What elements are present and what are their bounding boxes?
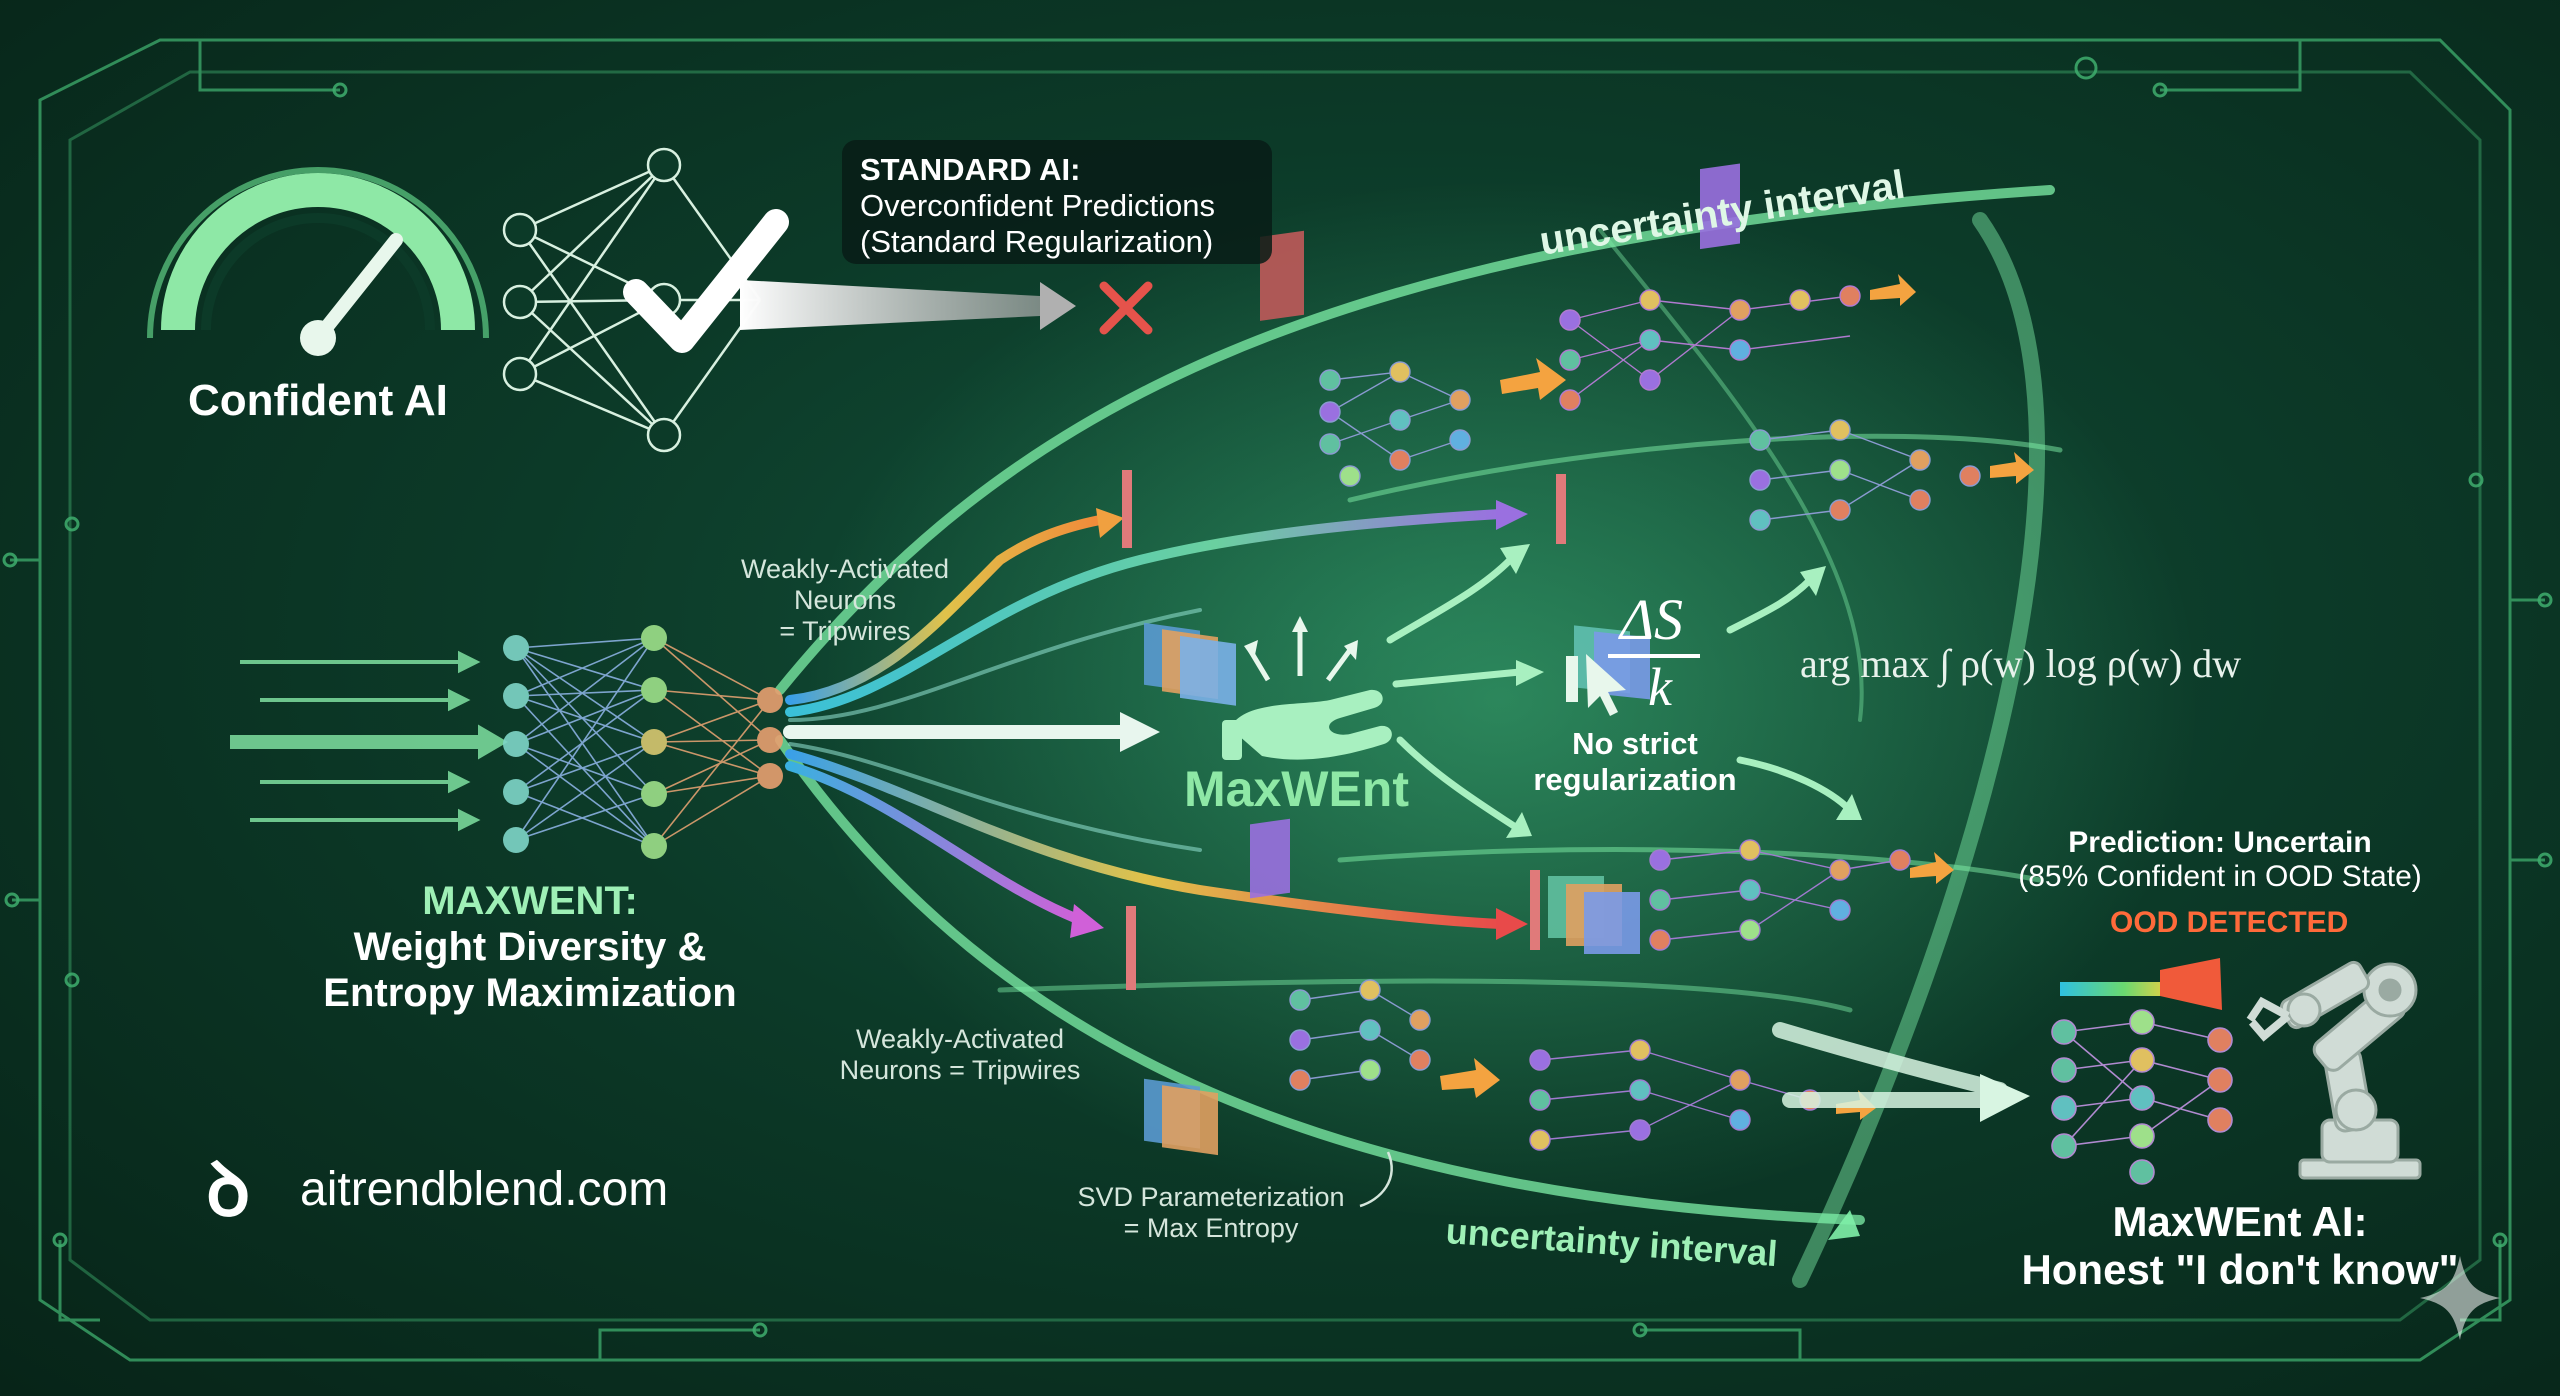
gauge-icon (147, 167, 489, 356)
svd-connector (1359, 1151, 1393, 1208)
tripwires-top-line2: Neurons (793, 585, 897, 615)
standard-ai-title: STANDARD AI: (860, 152, 1081, 187)
brand-logo-icon: ꝺ (206, 1148, 251, 1231)
final-network (2051, 1009, 2233, 1185)
mini-network-3 (1749, 419, 1981, 531)
sparkle-icon (2420, 1256, 2500, 1340)
cross-icon (1099, 281, 1153, 335)
tripwires-note-top: Weakly-Activated Neurons = Tripwires (720, 554, 970, 647)
tripwires-bottom-line2: Neurons = Tripwires (839, 1055, 1081, 1085)
confident-ai-label: Confident AI (188, 376, 448, 425)
input-arrows (230, 650, 508, 832)
prediction-label: Prediction: Uncertain (85% Confident in … (1980, 826, 2460, 894)
svd-line2: = Max Entropy (1123, 1213, 1299, 1243)
tripwires-top-line3: = Tripwires (779, 616, 911, 646)
circuit-frame (10, 38, 2545, 1362)
feature-stack-4 (1126, 818, 1290, 1156)
final-line2: Honest "I don't know" (2021, 1246, 2459, 1293)
maxwent-title: MAXWENT: Weight Diversity & Entropy Maxi… (300, 878, 760, 1016)
feature-stack-1 (1122, 230, 1304, 706)
tripwires-top-line1: Weakly-Activated (740, 554, 950, 584)
stream-arrowheads (1070, 500, 1528, 940)
uncertainty-scale (2060, 958, 2222, 1010)
orange-arrows (1440, 274, 2034, 1120)
standard-ai-callout: STANDARD AI: Overconfident Predictions (… (842, 140, 1272, 264)
checkmark-icon (623, 209, 789, 353)
maxwent-title-line1: MAXWENT: (422, 879, 638, 923)
no-strict-regularization-label: No strict regularization (1500, 726, 1770, 798)
circuit-nodes (2, 56, 2553, 1338)
ood-detected-label: OOD DETECTED (2110, 906, 2349, 939)
mini-network-4 (1649, 839, 1911, 951)
no-strict-line2: regularization (1533, 762, 1737, 797)
final-output-label: MaxWEnt AI: Honest "I don't know" (2020, 1198, 2460, 1294)
maxwent-network (503, 625, 783, 859)
delta-s-symbol: ΔS (1620, 587, 1684, 652)
green-curve-arrows (1386, 556, 1854, 834)
convergence-arrowhead (1980, 1074, 2030, 1122)
svd-line1: SVD Parameterization (1077, 1182, 1345, 1212)
feature-stack-3 (1530, 870, 1640, 954)
uncertainty-envelope (775, 185, 2063, 1288)
k-symbol: k (1648, 657, 1672, 717)
brand-url: aitrendblend.com (300, 1163, 669, 1216)
no-strict-line1: No strict (1572, 726, 1698, 761)
overconfident-arrowhead (1040, 282, 1076, 330)
cursor-icon (1566, 654, 1626, 716)
prediction-line1: Prediction: Uncertain (2068, 826, 2372, 859)
mini-network-1 (1319, 361, 1471, 487)
svd-note: SVD Parameterization = Max Entropy (1046, 1182, 1376, 1244)
maxwent-center-label: MaxWEnt (1184, 761, 1409, 817)
standard-ai-line1: Overconfident Predictions (860, 188, 1215, 223)
mini-network-2 (1559, 285, 1861, 411)
maxwent-title-line2: Weight Diversity & (353, 925, 707, 969)
mini-network-5 (1289, 979, 1431, 1091)
uncertainty-bottom-arrowhead (1828, 1210, 1860, 1240)
tripwires-note-bottom: Weakly-Activated Neurons = Tripwires (810, 1024, 1110, 1086)
open-hand-icon (1222, 616, 1392, 760)
standard-ai-line2: (Standard Regularization) (860, 224, 1214, 259)
diverging-streams (783, 509, 1505, 929)
robot-arm-icon (2246, 960, 2422, 1180)
maxwent-title-line3: Entropy Maximization (323, 971, 737, 1015)
tripwires-bottom-line1: Weakly-Activated (855, 1024, 1065, 1054)
entropy-formula: arg max ∫ ρ(w) log ρ(w) dw (1800, 641, 2242, 686)
prediction-line2: (85% Confident in OOD State) (2018, 860, 2422, 893)
green-arrowheads (1500, 544, 1862, 838)
final-line1: MaxWEnt AI: (2112, 1198, 2368, 1245)
glow-field (800, 180, 2200, 1220)
overconfident-arrow (740, 280, 1040, 330)
